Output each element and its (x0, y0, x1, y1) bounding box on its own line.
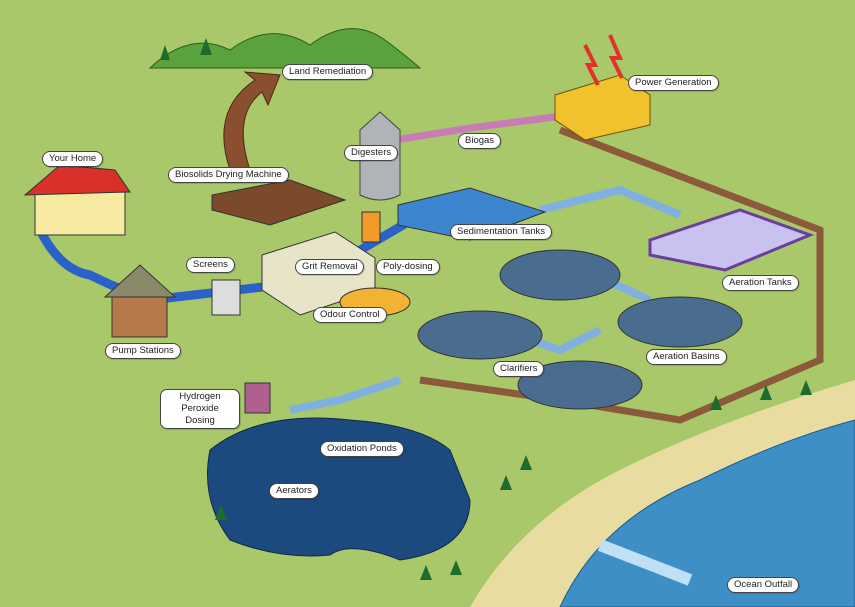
label-sedimentation-tanks: Sedimentation Tanks (450, 224, 553, 240)
screens (211, 279, 241, 316)
oxidation-ponds (207, 417, 471, 561)
land-remediation-arrow (223, 71, 281, 171)
label-grit-removal: Grit Removal (295, 259, 365, 275)
pump-station (103, 264, 177, 338)
poly-dosing-tank (361, 211, 381, 243)
label-land-remediation: Land Remediation (282, 64, 374, 80)
trees (160, 38, 812, 580)
label-odour-control: Odour Control (313, 307, 387, 323)
home-house (23, 164, 131, 236)
label-aerators: Aerators (269, 483, 319, 499)
aeration-tank (648, 208, 815, 272)
label-hydrogen-peroxide-dosing: Hydrogen Peroxide Dosing (160, 389, 240, 429)
label-biogas: Biogas (458, 133, 502, 149)
hydrogen-peroxide-tank (244, 382, 271, 414)
power-generator (554, 34, 651, 141)
hills (148, 28, 422, 69)
label-screens: Screens (186, 257, 235, 273)
label-aeration-tanks: Aeration Tanks (722, 275, 799, 291)
label-biosolids-drying-machine: Biosolids Drying Machine (168, 167, 289, 183)
label-your-home: Your Home (42, 151, 104, 167)
label-poly-dosing: Poly-dosing (376, 259, 440, 275)
label-oxidation-ponds: Oxidation Ponds (320, 441, 404, 457)
label-ocean-outfall: Ocean Outfall (727, 577, 800, 593)
biogas-pipe (394, 111, 571, 144)
label-clarifiers: Clarifiers (493, 361, 545, 377)
label-digesters: Digesters (344, 145, 399, 161)
ocean-outfall-pipe (597, 539, 693, 586)
label-pump-stations: Pump Stations (105, 343, 181, 359)
biosolids-drying-bed (211, 179, 347, 226)
label-power-generation: Power Generation (628, 75, 719, 91)
round-tanks (417, 249, 743, 410)
label-aeration-basins: Aeration Basins (646, 349, 727, 365)
